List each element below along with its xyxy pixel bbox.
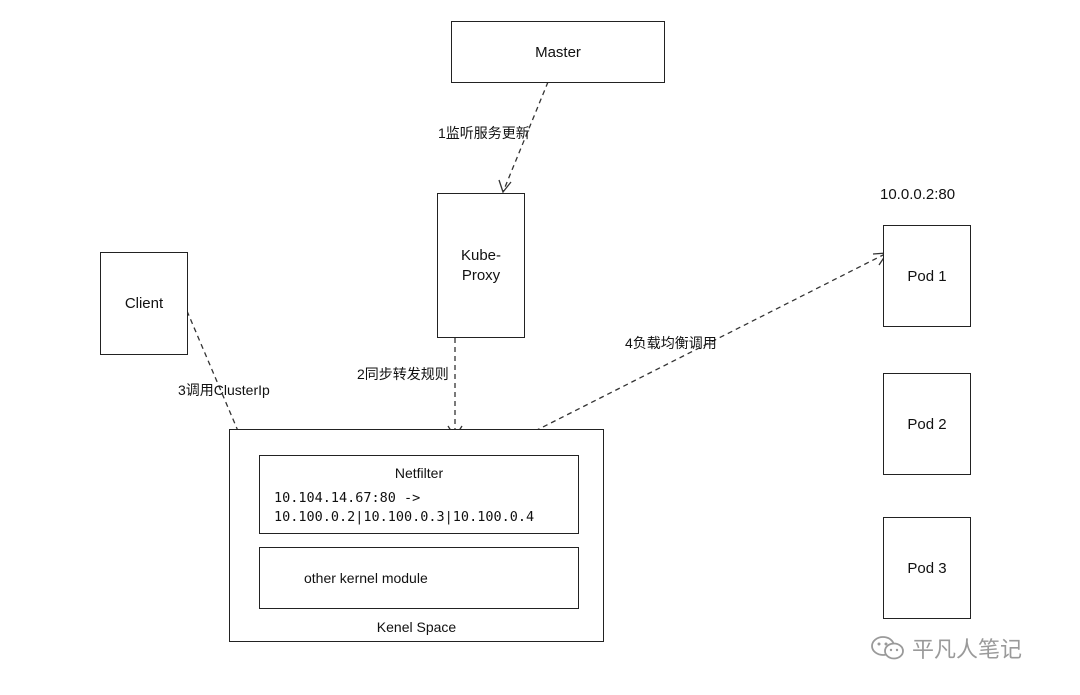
kube-proxy-label-line1: Kube- (460, 246, 502, 264)
client-node: Client (100, 252, 188, 355)
other-kernel-module-label: other kernel module (304, 570, 428, 586)
watermark-text: 平凡人笔记 (912, 637, 1023, 662)
step2-label: 2同步转发规则 (357, 366, 449, 382)
pod3-label: Pod 3 (907, 559, 947, 577)
client-label: Client (124, 295, 164, 312)
other-kernel-module-node: other kernel module (259, 547, 579, 609)
step3-label: 3调用ClusterIp (178, 382, 270, 398)
pod2-node: Pod 2 (883, 373, 971, 475)
edge-step4 (534, 252, 888, 432)
watermark: 平凡人笔记 (870, 632, 1022, 664)
netfilter-rule-line1: 10.104.14.67:80 -> (274, 490, 421, 506)
master-label: Master (535, 43, 581, 61)
kernel-space-label: Kenel Space (376, 619, 457, 635)
pod1-label: Pod 1 (907, 267, 947, 285)
pod1-node: Pod 1 (883, 225, 971, 327)
netfilter-rule-line2: 10.100.0.2|10.100.0.3|10.100.0.4 (274, 509, 535, 525)
pod1-address: 10.0.0.2:80 (880, 186, 956, 203)
step1-label: 1监听服务更新 (438, 125, 530, 141)
kube-proxy-label-line2: Proxy (461, 266, 501, 284)
pod2-label: Pod 2 (907, 415, 947, 433)
step4-label: 4负载均衡调用 (625, 335, 717, 351)
pod3-node: Pod 3 (883, 517, 971, 619)
netfilter-title: Netfilter (394, 465, 444, 481)
edge-step1-arrowhead (498, 179, 512, 194)
netfilter-node: Netfilter 10.104.14.67:80 -> 10.100.0.2|… (259, 455, 579, 534)
kube-proxy-node: Kube- Proxy (437, 193, 525, 338)
edge-step3 (186, 310, 259, 479)
edge-step1 (502, 81, 549, 193)
master-node: Master (451, 21, 665, 83)
wechat-icon (871, 636, 904, 660)
